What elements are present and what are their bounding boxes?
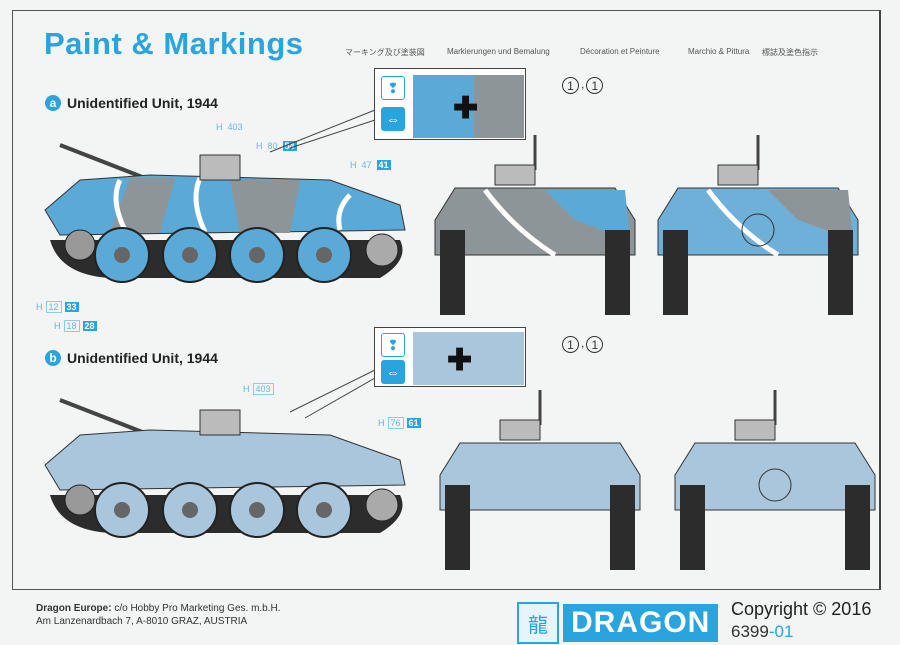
dragon-emblem-icon: 龍 (517, 602, 559, 644)
footer-address: Dragon Europe: c/o Hobby Pro Marketing G… (36, 603, 281, 627)
tank-side-view (44, 143, 406, 283)
product-code: 6399-01 (731, 622, 794, 641)
tank-front-view (434, 135, 636, 315)
decal-icon: ⇔ (381, 360, 405, 384)
tank-front-view (439, 390, 641, 570)
balkenkreuz-icon: ✚ (453, 92, 479, 125)
title-french: Décoration et Peinture (580, 47, 660, 56)
title-japanese: マーキング及び塗装図 (345, 48, 425, 57)
title-chinese: 標誌及塗色指示 (762, 48, 818, 57)
tank-rear-view (657, 135, 859, 315)
section-letter: a (45, 95, 61, 111)
marking-callout-a: 1,1 (562, 77, 604, 94)
marking-detail-b: ❢ ⇔ ✚ (374, 327, 526, 387)
section-b-heading: b Unidentified Unit, 1944 (45, 350, 218, 366)
marking-detail-a: ❢ ⇔ ✚ (374, 68, 526, 140)
page-title: Paint & Markings (44, 26, 304, 61)
tank-rear-view (674, 390, 876, 570)
tank-side-view (44, 398, 406, 538)
title-italian: Marchio & Pittura (688, 47, 750, 56)
copyright: Copyright © 2016 (731, 599, 872, 619)
marking-callout-b: 1,1 (562, 336, 604, 353)
paint-drop-icon: ❢ (381, 76, 405, 100)
paint-drop-icon: ❢ (381, 333, 405, 357)
title-german: Markierungen und Bemalung (447, 47, 550, 56)
decal-icon: ⇔ (381, 107, 405, 131)
section-a-heading: a Unidentified Unit, 1944 (45, 95, 218, 111)
section-label: Unidentified Unit, 1944 (67, 350, 218, 366)
tank-illustrations (44, 109, 876, 570)
section-label: Unidentified Unit, 1944 (67, 95, 218, 111)
section-letter: b (45, 350, 61, 366)
balkenkreuz-icon: ✚ (447, 344, 473, 377)
dragon-logo: 龍 DRAGON (517, 602, 719, 644)
page-frame (12, 10, 881, 590)
